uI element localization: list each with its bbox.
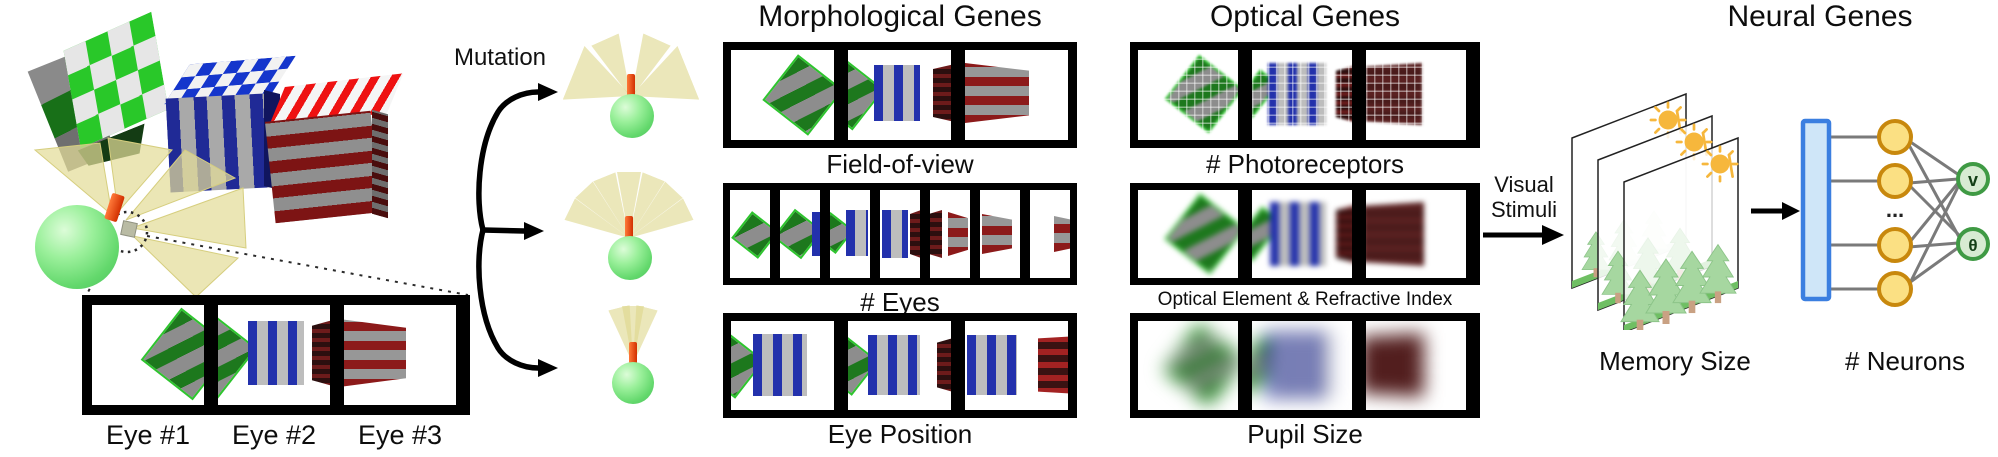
field-of-view-caption: Field-of-view <box>826 149 974 179</box>
pupil-panel-2 <box>1252 321 1352 410</box>
input-layer-bar <box>1800 118 1832 302</box>
mutation-label: Mutation <box>453 44 547 71</box>
arrowhead <box>538 359 558 377</box>
output-label-v: v <box>1968 170 1978 190</box>
eye-views-strip <box>82 295 470 415</box>
optical-element-panel-1 <box>1138 190 1238 278</box>
eye-label-1: Eye #1 <box>105 420 191 450</box>
hidden-neuron <box>1877 163 1913 199</box>
optical-element-caption: Optical Element & Refractive Index <box>1157 289 1453 310</box>
hidden-ellipsis: ... <box>1886 197 1904 222</box>
neural-network: ... v θ <box>1800 118 1990 307</box>
hidden-neuron <box>1877 271 1913 307</box>
optical-element-strip <box>1130 183 1480 285</box>
arrowhead <box>1542 225 1564 245</box>
fov-panel-2 <box>848 50 951 140</box>
optical-genes-title: Optical Genes <box>1209 0 1401 33</box>
photoreceptor-panel-2 <box>1252 50 1352 140</box>
memory-stack <box>1571 92 1739 330</box>
pupil-panel-3 <box>1366 321 1466 410</box>
memory-frame-front <box>1620 136 1739 330</box>
visual-stimuli-arrow <box>1483 225 1564 245</box>
memory-size-label: Memory Size <box>1599 346 1751 376</box>
eye-view-panel-1 <box>92 305 204 405</box>
fov-panel-1 <box>731 50 834 140</box>
photoreceptor-panel-1 <box>1138 50 1238 140</box>
eye-pos-panel-3 <box>965 321 1068 410</box>
num-eyes-strip <box>723 183 1077 285</box>
eye-position-strip <box>723 313 1077 418</box>
frustum <box>33 142 113 217</box>
hidden-neuron <box>1877 227 1913 263</box>
eye-view-panel-2 <box>218 305 330 405</box>
optical-element-panel-3 <box>1366 190 1466 278</box>
mutant-agent-narrow <box>558 298 708 408</box>
output-label-theta: θ <box>1968 236 1977 255</box>
arrowhead <box>538 83 558 101</box>
cube-view-blue <box>248 321 304 385</box>
photoreceptor-panel-3 <box>1366 50 1466 140</box>
field-of-view-strip <box>723 42 1077 148</box>
eye-pos-panel-1 <box>731 321 834 410</box>
arrowhead <box>524 222 544 240</box>
pupil-panel-1 <box>1138 321 1238 410</box>
zoom-circle <box>105 210 149 254</box>
num-neurons-label: # Neurons <box>1845 346 1965 376</box>
branch-middle <box>480 227 527 234</box>
num-eyes-caption: # Eyes <box>860 287 940 317</box>
cube-view-red <box>344 318 406 388</box>
frustum <box>130 187 247 249</box>
photoreceptors-caption: # Photoreceptors <box>1205 149 1404 179</box>
eye-socket <box>120 220 138 238</box>
eye-position-caption: Eye Position <box>827 419 973 449</box>
mutant-agent-many-eyes <box>554 168 704 280</box>
frustum <box>107 137 173 214</box>
output-neuron-theta <box>1956 227 1990 261</box>
hidden-neuron <box>1877 119 1913 155</box>
pupil-size-caption: Pupil Size <box>1247 419 1363 449</box>
optical-element-panel-2 <box>1252 190 1352 278</box>
frustum <box>131 235 240 298</box>
cube-view-green <box>140 307 204 401</box>
photoreceptors-strip <box>1130 42 1480 148</box>
output-neuron-v <box>1956 162 1990 196</box>
mutation-branch-arrows <box>476 83 558 377</box>
hidden-neurons <box>1877 119 1913 307</box>
eye-frustums-and-zoom-links <box>33 137 469 298</box>
cube-view-dark <box>312 319 330 387</box>
eye-pos-panel-2 <box>848 321 951 410</box>
mutant-agent-wide-fov <box>556 34 706 144</box>
zoom-link-right <box>146 235 469 296</box>
morphological-genes-title: Morphological Genes <box>758 0 1042 33</box>
eye-view-panel-3 <box>344 305 456 405</box>
eye-label-2: Eye #2 <box>231 420 317 450</box>
pupil-size-strip <box>1130 313 1480 418</box>
eye-label-3: Eye #3 <box>357 420 443 450</box>
visual-stimuli-label: Visual Stimuli <box>1490 172 1557 223</box>
fov-panel-3 <box>965 50 1068 140</box>
frustum <box>125 149 237 221</box>
memory-to-network-arrow <box>1751 202 1800 220</box>
neural-genes-title: Neural Genes <box>1727 0 1913 33</box>
agent-sphere <box>35 205 119 289</box>
arrowhead <box>1782 202 1800 220</box>
branch-bottom <box>476 227 541 371</box>
branch-top <box>476 89 541 233</box>
